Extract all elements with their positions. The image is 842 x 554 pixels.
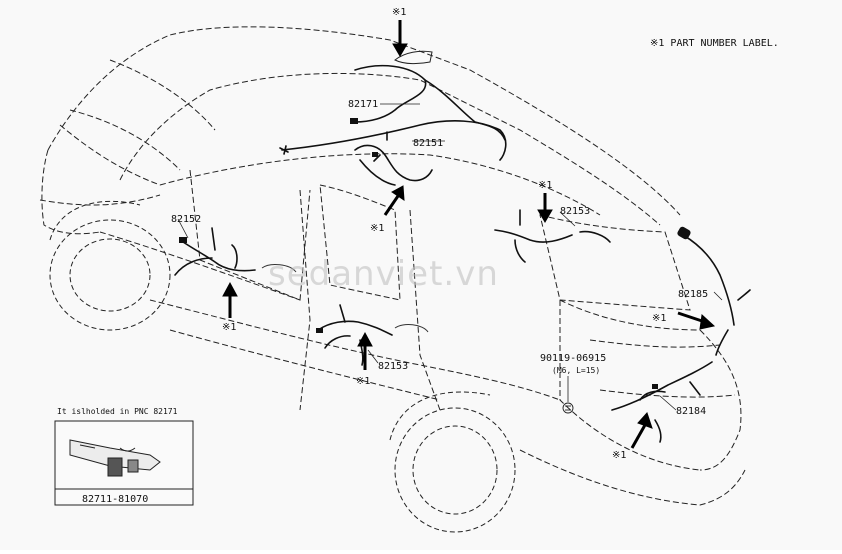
callout-82153-roof: 82153 — [560, 206, 590, 217]
callout-82152: 82152 — [171, 214, 201, 225]
harness-82171 — [281, 120, 507, 161]
inset-title: It islholded in PNC 82171 — [57, 407, 178, 416]
harness-82151 — [354, 144, 433, 182]
callout-82184: 82184 — [676, 406, 706, 417]
inset-part-number: 82711-81070 — [82, 494, 148, 505]
harness-connectors — [179, 118, 691, 389]
callout-bolt-part: 90119-06915 — [540, 353, 606, 364]
harness-82153-door — [317, 320, 393, 336]
inset-clip-illustration — [69, 439, 161, 477]
leader-lines — [177, 103, 723, 411]
harness-82153-roof — [494, 229, 573, 243]
inset-panel: It islholded in PNC 82171 82711-81070 — [54, 407, 194, 506]
wire-harnesses — [174, 64, 751, 443]
bolt-symbol — [562, 402, 574, 414]
marker-arrows — [222, 20, 716, 449]
door-handles — [261, 264, 429, 333]
marker-back-door-bottom: ※1 — [612, 450, 626, 461]
marker-front-door: ※1 — [222, 322, 236, 333]
watermark: sedanviet.vn — [268, 254, 499, 294]
marker-back-door-side: ※1 — [652, 313, 666, 324]
marker-rear-door: ※1 — [356, 376, 370, 387]
front-wheel — [49, 200, 171, 331]
callout-82185: 82185 — [678, 289, 708, 300]
harness-82152 — [179, 239, 256, 272]
callout-82171: 82171 — [348, 99, 378, 110]
car-body-outline — [39, 26, 746, 506]
callout-82151: 82151 — [413, 138, 443, 149]
callout-bolt-spec: (M6, L=15) — [552, 366, 600, 375]
rear-wheel — [389, 391, 516, 533]
marker-center: ※1 — [370, 223, 384, 234]
harness-82185 — [682, 234, 735, 326]
marker-top: ※1 — [392, 7, 406, 18]
marker-rear-roof: ※1 — [538, 180, 552, 191]
harness-82184 — [611, 361, 713, 411]
roof-antenna — [394, 50, 433, 65]
callout-82153-door: 82153 — [378, 361, 408, 372]
legend-note: ※1 PART NUMBER LABEL. — [650, 38, 779, 49]
